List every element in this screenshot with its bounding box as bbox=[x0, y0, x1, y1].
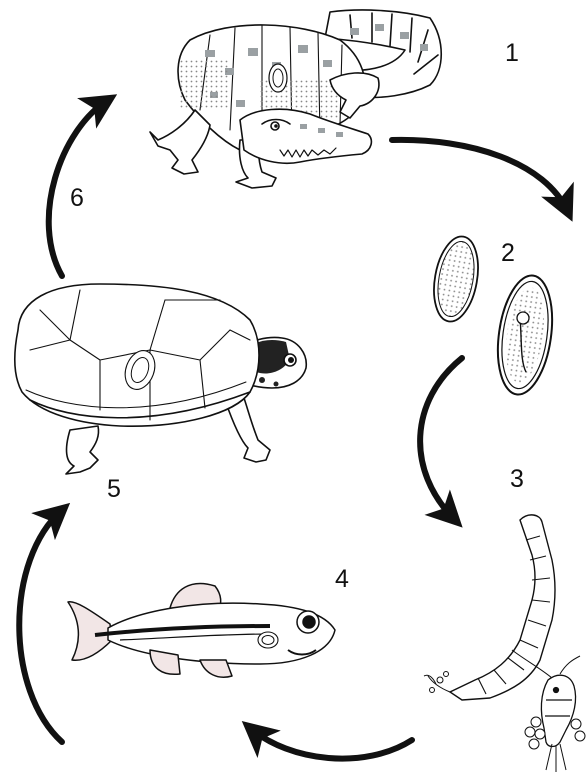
arrow-2-to-3 bbox=[420, 358, 462, 520]
arrow-4-to-5 bbox=[19, 510, 62, 742]
arrow-1-to-2 bbox=[392, 140, 568, 212]
caiman-illustration bbox=[150, 10, 441, 188]
stage-3-number: 3 bbox=[510, 465, 524, 493]
stage-5-number: 5 bbox=[107, 475, 121, 503]
stage-2-number: 2 bbox=[501, 239, 515, 267]
stage-1-number: 1 bbox=[505, 39, 519, 67]
transition-6-number: 6 bbox=[70, 184, 84, 212]
turtle-illustration bbox=[15, 284, 307, 474]
arrow-3-to-4 bbox=[250, 728, 412, 759]
fish-illustration bbox=[68, 583, 335, 677]
annelid-worm-illustration bbox=[424, 515, 555, 700]
stage-4-number: 4 bbox=[335, 565, 349, 593]
